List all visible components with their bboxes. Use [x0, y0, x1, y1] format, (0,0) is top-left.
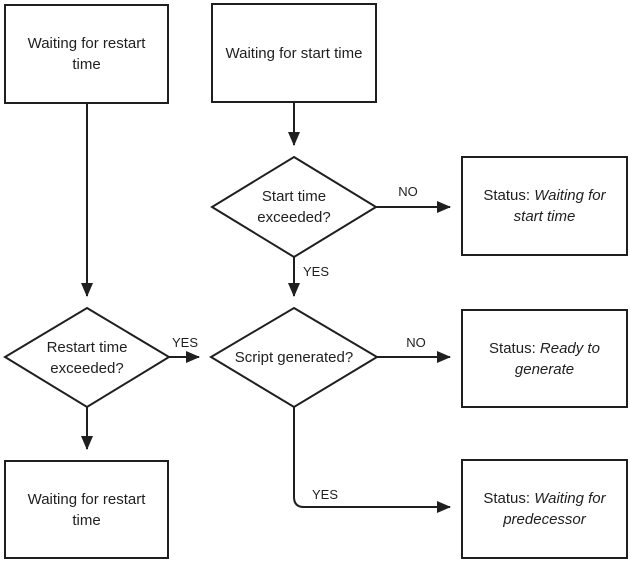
node-label: Status: Waiting for start time: [470, 185, 620, 227]
node-status-ready: Status: Ready to generate: [462, 310, 627, 407]
node-label: Waiting for restart time: [27, 490, 146, 529]
node-label: Waiting for restart time: [27, 35, 146, 73]
node-label: Waiting for start time: [225, 44, 363, 62]
box-status-ready: [461, 309, 628, 408]
status-value: Ready to generate: [514, 339, 600, 378]
box-status-waiting-predecessor: [461, 459, 628, 559]
node-start-time-exceeded: Start time exceeded?: [212, 157, 376, 257]
node-label: Script generated?: [234, 349, 354, 366]
status-prefix: Status:: [483, 187, 535, 204]
box-waiting-restart-top: [4, 4, 169, 104]
box-waiting-restart-bottom: [4, 460, 169, 559]
status-prefix: Status:: [483, 490, 535, 507]
edge-label-restart-time-yes: YES: [171, 335, 198, 350]
edge-label-script-yes: YES: [312, 487, 339, 502]
node-label: Status: Ready to generate: [480, 338, 610, 380]
node-label: Restart time exceeded?: [46, 338, 128, 377]
node-waiting-restart-top: Waiting for restart time: [5, 5, 168, 103]
status-value: Waiting for start time: [513, 187, 606, 225]
edge-label-script-no: NO: [406, 335, 426, 350]
edge-label-start-time-no: NO: [398, 184, 418, 199]
node-label: Start time exceeded?: [257, 188, 331, 226]
node-label: Status: Waiting for predecessor: [470, 488, 620, 530]
node-waiting-start: Waiting for start time: [212, 4, 376, 102]
edge-script-yes: [293, 407, 451, 513]
box-waiting-start: [211, 3, 377, 103]
node-restart-time-exceeded: Restart time exceeded?: [5, 308, 169, 407]
node-script-generated: Script generated?: [211, 308, 377, 407]
box-status-waiting-start: [461, 156, 628, 256]
edge-label-start-time-yes: YES: [303, 264, 330, 279]
node-status-waiting-start: Status: Waiting for start time: [462, 157, 627, 255]
node-status-waiting-predecessor: Status: Waiting for predecessor: [462, 460, 627, 558]
status-prefix: Status:: [489, 339, 540, 357]
status-value: Waiting for predecessor: [503, 490, 606, 528]
node-waiting-restart-bottom: Waiting for restart time: [5, 461, 168, 558]
